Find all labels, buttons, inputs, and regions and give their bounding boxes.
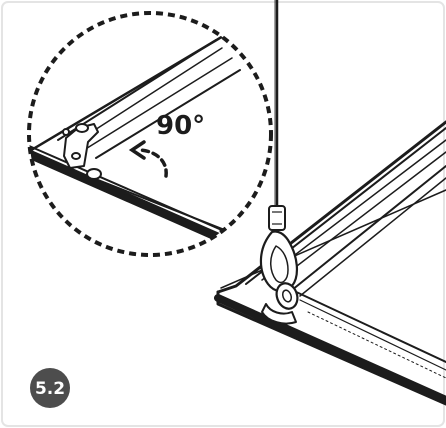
suspension-wire — [274, 0, 279, 206]
rotation-angle-label: 90° — [156, 111, 205, 141]
wire-crimp-sleeve — [268, 205, 286, 231]
detail-zoom-circle — [27, 11, 273, 257]
hanging-hook — [259, 230, 299, 325]
ceiling-panel — [214, 120, 446, 406]
rotate-arrow-icon — [128, 140, 168, 178]
step-number: 5.2 — [35, 379, 65, 399]
corner-bracket — [62, 123, 102, 180]
step-badge: 5.2 — [30, 368, 70, 408]
